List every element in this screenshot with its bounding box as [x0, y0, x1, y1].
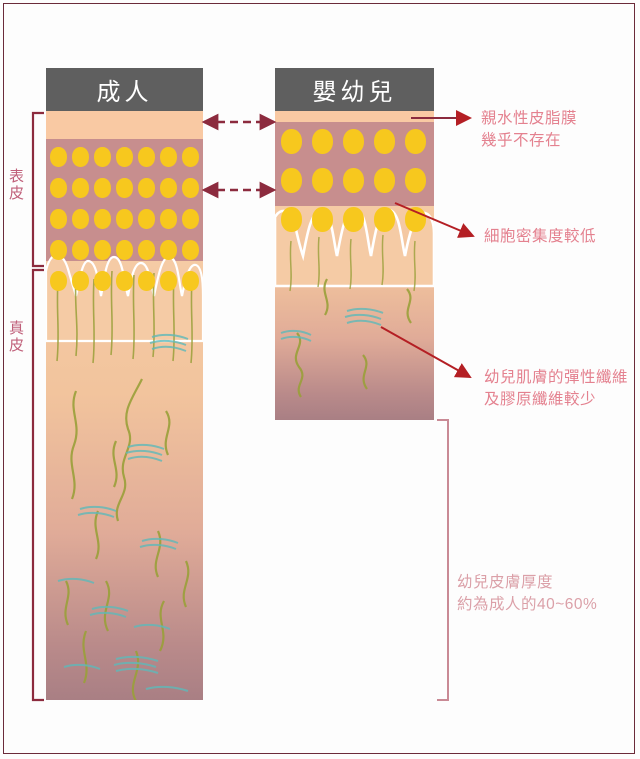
adult-skin-cell: [94, 271, 111, 291]
adult-skin-cell: [94, 209, 111, 229]
adult-skin-cell: [50, 178, 67, 198]
adult-skin-cell: [138, 178, 155, 198]
adult-skin-cell: [72, 240, 89, 260]
adult-skin-cell: [94, 240, 111, 260]
infant-fiber-network: [280, 234, 416, 398]
adult-skin-cell: [116, 240, 133, 260]
adult-skin-cell: [160, 209, 177, 229]
adult-skin-cell: [182, 147, 199, 167]
adult-skin-cell: [182, 178, 199, 198]
infant-sebum-layer: [275, 111, 434, 122]
infant-skin-cell: [343, 168, 364, 193]
adult-skin-cell: [50, 240, 67, 260]
panel-infant-header: 嬰幼兒: [275, 68, 434, 111]
adult-skin-cell: [116, 178, 133, 198]
infant-skin-cell: [312, 168, 333, 193]
infant-skin-cell: [343, 207, 364, 232]
annotation-thickness: 幼兒皮膚厚度 約為成人的40~60%: [457, 574, 598, 614]
adult-skin-cell: [116, 271, 133, 291]
adult-skin-cell: [72, 178, 89, 198]
adult-skin-cell: [50, 271, 67, 291]
adult-skin-cell: [160, 147, 177, 167]
annotation-sebum-film: 親水性皮脂膜 幾乎不存在: [481, 110, 578, 150]
adult-skin-cell: [94, 178, 111, 198]
infant-skin-cell: [281, 129, 302, 154]
panel-adult-header: 成人: [46, 68, 203, 111]
adult-skin-cell: [116, 147, 133, 167]
adult-skin-cell: [138, 209, 155, 229]
adult-skin-cell: [182, 271, 199, 291]
adult-skin-cell: [138, 271, 155, 291]
adult-skin-cell: [160, 271, 177, 291]
adult-skin-cell: [72, 271, 89, 291]
adult-skin-cell: [138, 147, 155, 167]
infant-skin-cell: [405, 168, 426, 193]
adult-fiber-network: [56, 270, 193, 700]
annotation-fibers: 幼兒肌膚的彈性纖維 及膠原纖維較少: [484, 369, 629, 409]
adult-sebum-layer: [46, 111, 203, 139]
infant-skin-cell: [343, 129, 364, 154]
adult-skin-cell: [50, 209, 67, 229]
adult-skin-cell: [50, 147, 67, 167]
adult-skin-cell: [160, 178, 177, 198]
side-label-epidermis: 表皮: [8, 168, 25, 203]
infant-skin-cell: [374, 207, 395, 232]
adult-skin-cell: [182, 209, 199, 229]
infant-skin-cell: [312, 207, 333, 232]
adult-skin-cell: [116, 209, 133, 229]
adult-skin-cell: [182, 240, 199, 260]
side-label-dermis: 真皮: [8, 320, 25, 355]
infant-skin-cell: [281, 168, 302, 193]
adult-skin-cell: [72, 209, 89, 229]
infant-skin-column: [275, 111, 434, 420]
adult-skin-cell: [94, 147, 111, 167]
adult-skin-cell: [138, 240, 155, 260]
infant-skin-cell: [405, 129, 426, 154]
adult-skin-cell: [72, 147, 89, 167]
infant-skin-cell: [281, 207, 302, 232]
leader-cell-density: [394, 202, 475, 238]
figure-frame: [3, 3, 635, 754]
annotation-cell-density: 細胞密集度較低: [484, 228, 597, 245]
infant-skin-cell: [374, 129, 395, 154]
adult-skin-column: [46, 111, 203, 700]
leader-fibers: [380, 326, 472, 378]
adult-skin-cell: [160, 240, 177, 260]
infant-skin-cell: [374, 168, 395, 193]
infant-skin-cell: [312, 129, 333, 154]
